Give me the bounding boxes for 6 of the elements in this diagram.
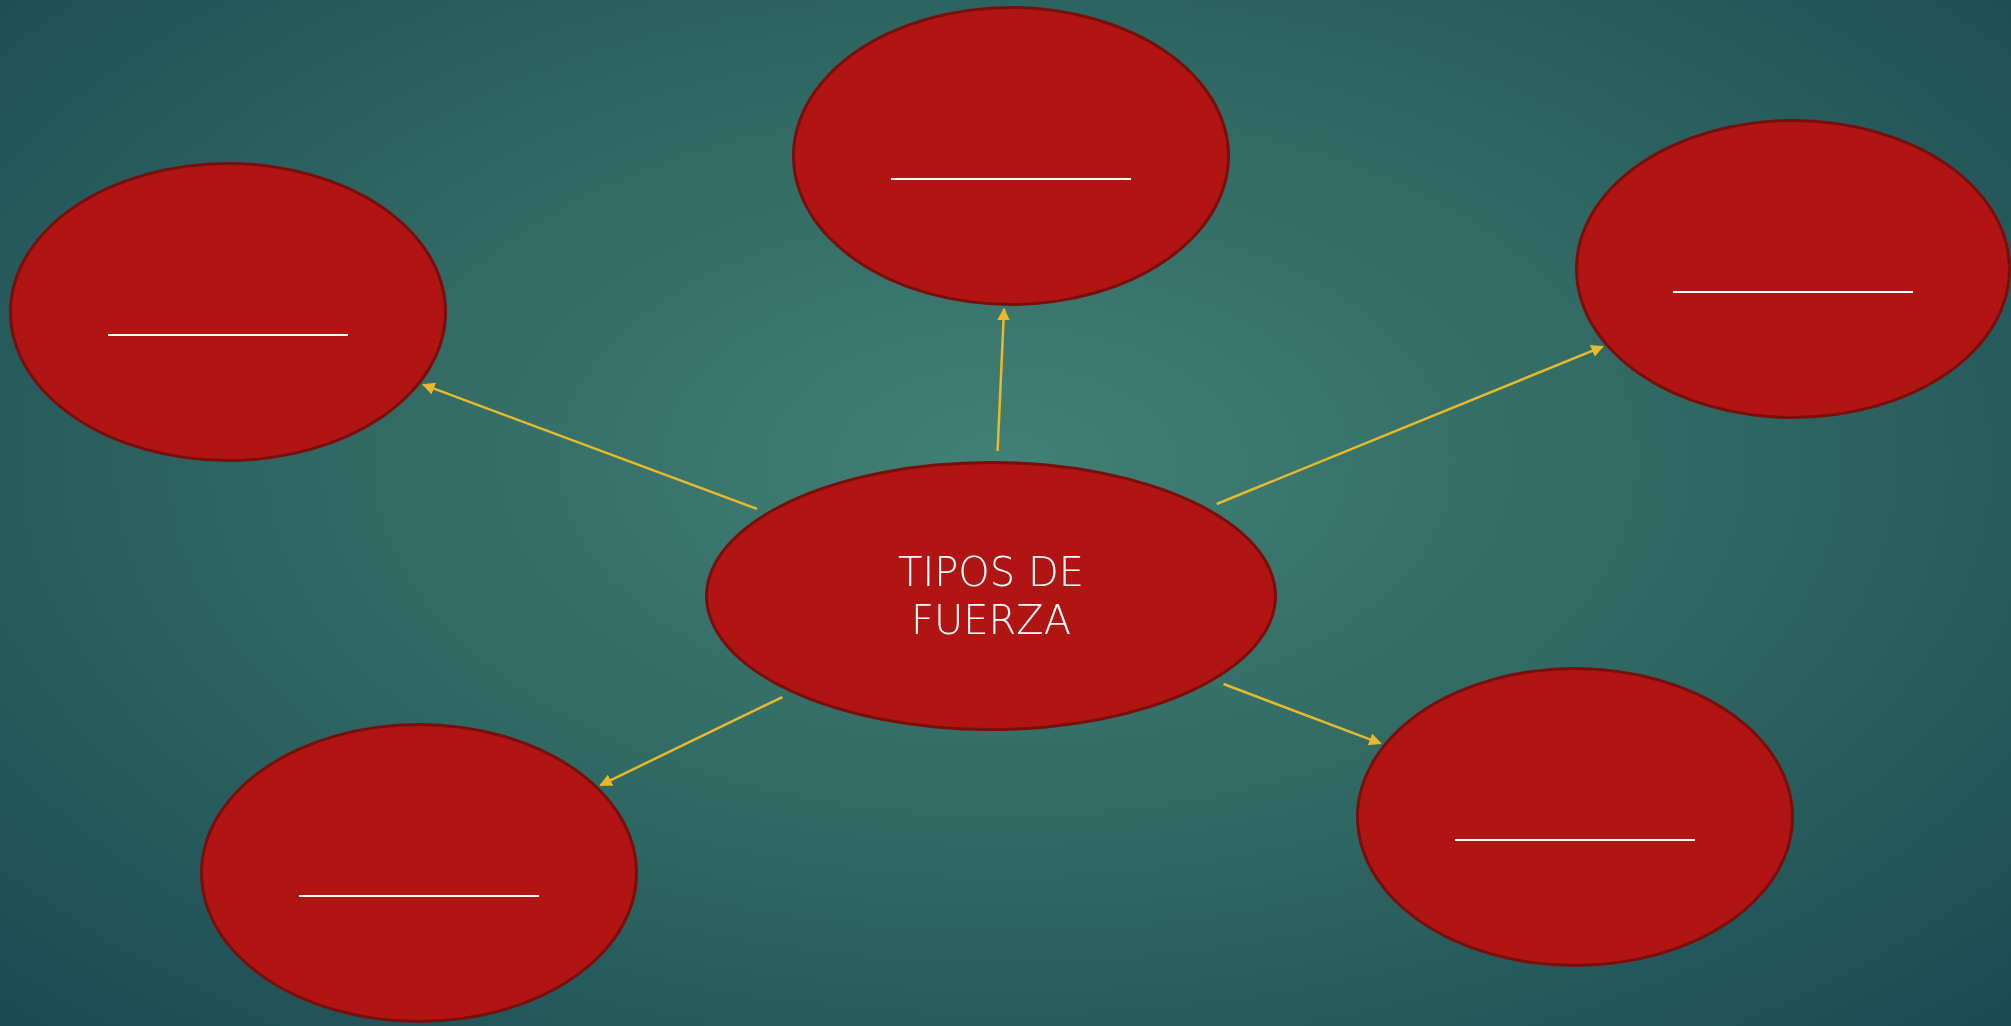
arrow — [1223, 682, 1382, 746]
arrow — [1216, 345, 1604, 506]
topic-text: TIPOS DE FUERZA — [897, 548, 1085, 644]
arrow — [996, 307, 1010, 452]
arrow — [599, 695, 783, 787]
arrow — [422, 382, 758, 511]
